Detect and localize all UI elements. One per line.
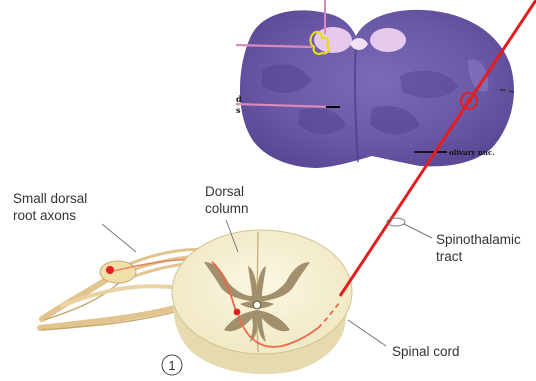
- label-dorsal-column-line1: Dorsal: [205, 183, 244, 200]
- dorsal-column-nucleus-left: [314, 27, 352, 53]
- label-spinothalamic-line1: Spinothalamic: [436, 231, 521, 248]
- label-spinothalamic-line2: tract: [436, 248, 462, 265]
- spinal-cord-cross-section: [172, 230, 352, 374]
- olivary-label: olivary nuc.: [449, 148, 495, 157]
- brainstem-histology-section: olivary nuc. d s: [236, 0, 514, 168]
- label-small-dorsal-line1: Small dorsal: [13, 190, 87, 207]
- central-canal: [253, 301, 261, 309]
- slide-left-label-d: d: [236, 94, 242, 104]
- dorsal-root-ganglion: [100, 261, 136, 283]
- leader-small-dorsal: [102, 224, 136, 252]
- axon-strand: [44, 282, 120, 320]
- ganglion-cell-body: [106, 266, 114, 274]
- label-dorsal-column-line2: column: [205, 200, 249, 217]
- step-number: 1: [168, 358, 175, 373]
- label-small-dorsal-line2: root axons: [13, 207, 76, 224]
- leader-spinal-cord: [348, 320, 386, 346]
- slide-tick-mark: [509, 91, 514, 92]
- label-spinal-cord: Spinal cord: [392, 343, 460, 360]
- dorsal-column-nucleus-right: [370, 28, 406, 52]
- ventral-median-fissure: [257, 325, 258, 352]
- slide-left-label-s: s: [236, 105, 241, 115]
- dorsal-horn-neuron: [234, 309, 241, 316]
- axon-bundle-upper: [42, 276, 112, 319]
- leader-spinothalamic: [404, 224, 432, 238]
